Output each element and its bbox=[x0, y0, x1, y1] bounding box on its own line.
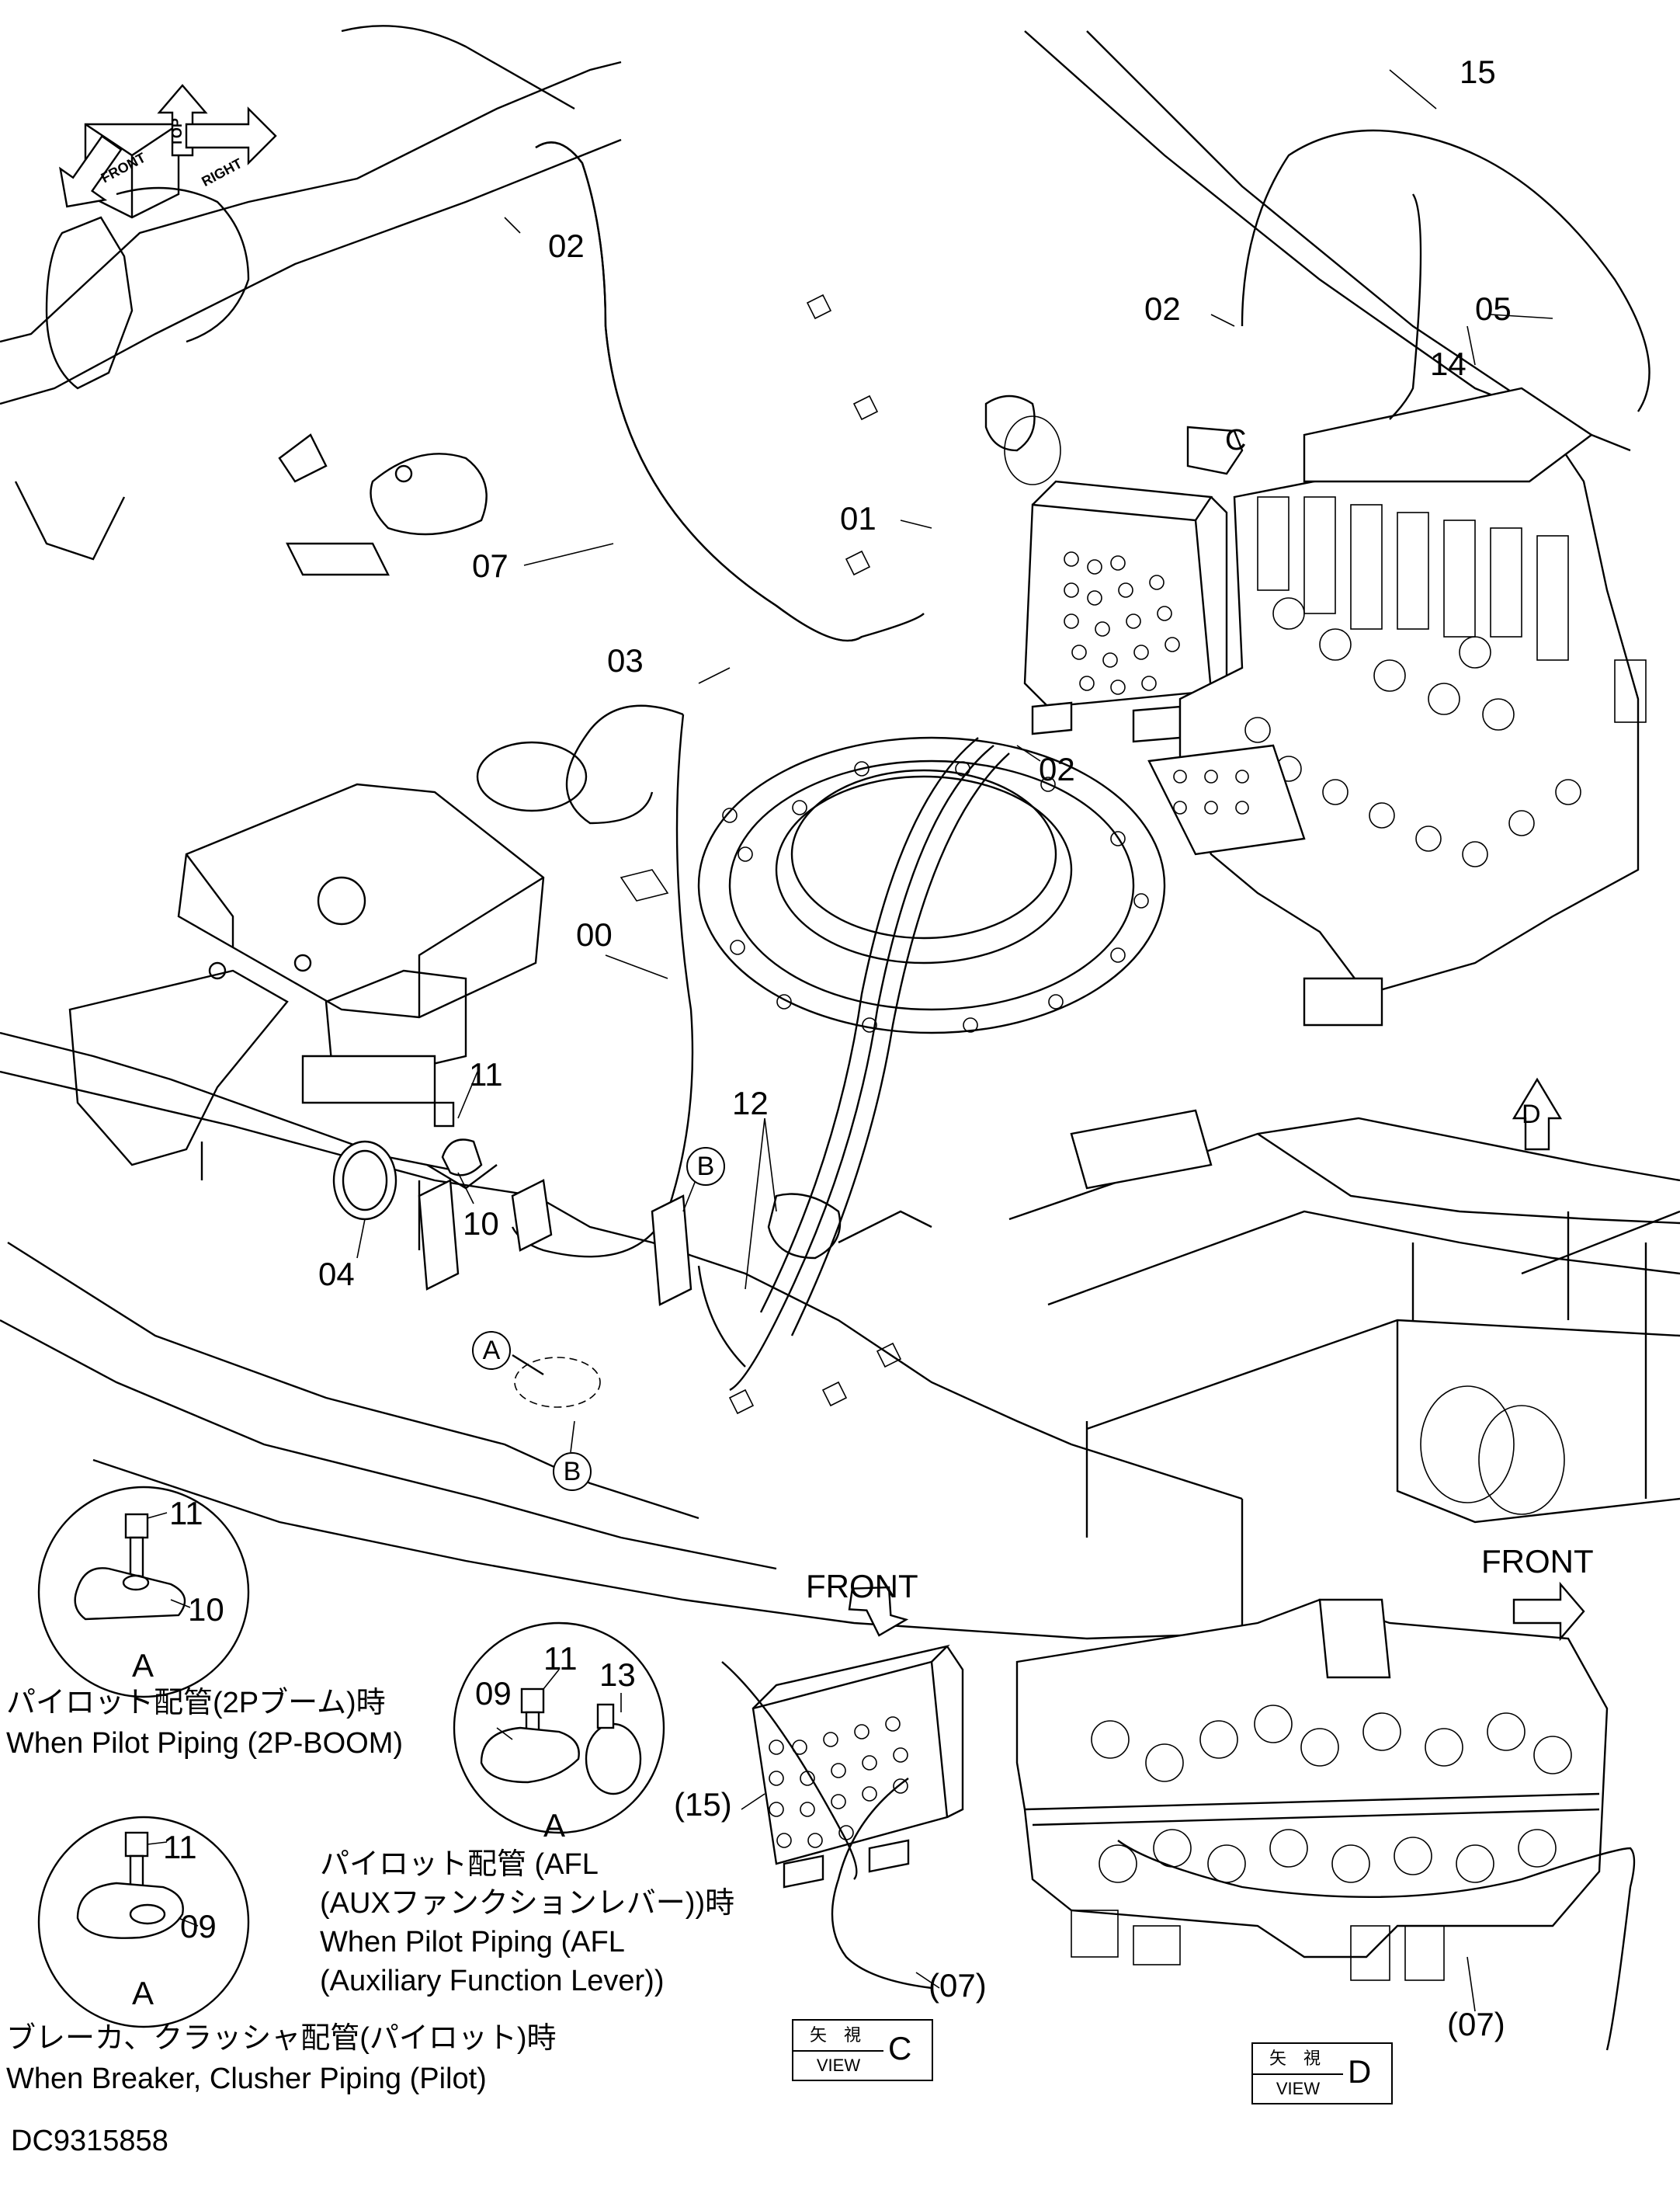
bracket-left bbox=[418, 1179, 692, 1306]
view-d-front-label: FRONT bbox=[1481, 1543, 1594, 1580]
view-c-tag-en: VIEW bbox=[816, 2056, 861, 2075]
view-d-callout-07: (07) bbox=[1447, 2006, 1505, 2042]
detail-a3-callout-11: 11 bbox=[543, 1640, 578, 1677]
orientation-top-label: TOP bbox=[168, 118, 185, 147]
view-c-tag-jp: 矢 視 bbox=[793, 2021, 883, 2052]
view-d-tag-en: VIEW bbox=[1276, 2079, 1321, 2098]
view-d-drawing bbox=[1015, 1581, 1636, 2051]
callout-00: 00 bbox=[576, 916, 613, 953]
upper-structure-frame bbox=[0, 1031, 1680, 1640]
caption-afl-en-2: (Auxiliary Function Lever)) bbox=[320, 1965, 665, 1997]
detail-a3-callout-09: 09 bbox=[475, 1675, 512, 1712]
control-valve bbox=[1070, 387, 1647, 1190]
marker-b-lower: B bbox=[553, 1452, 592, 1491]
caption-afl-en-1: When Pilot Piping (AFL bbox=[320, 1926, 625, 1958]
grommet-04 bbox=[332, 1140, 397, 1221]
marker-c-arrow: C bbox=[1225, 424, 1247, 457]
fuel-tank bbox=[0, 25, 1631, 576]
detail-a2-callout-09: 09 bbox=[180, 1908, 217, 1945]
callout-12: 12 bbox=[732, 1085, 769, 1121]
hose-07 bbox=[535, 141, 925, 642]
detail-a-breaker bbox=[37, 1816, 250, 2028]
view-c-callout-07: (07) bbox=[929, 1967, 987, 2004]
caption-afl-jp-2: (AUXファンクションレバー))時 bbox=[320, 1887, 735, 1920]
drawing-number: DC9315858 bbox=[11, 2125, 168, 2157]
detail-a2-callout-11: 11 bbox=[163, 1829, 197, 1865]
marker-d-arrow: D bbox=[1522, 1100, 1541, 1129]
hose-15 bbox=[1241, 129, 1650, 412]
callout-07: 07 bbox=[472, 547, 509, 584]
view-d-tag-jp: 矢 視 bbox=[1253, 2044, 1343, 2075]
view-c-front-label: FRONT bbox=[806, 1568, 918, 1604]
orientation-cube-icon bbox=[59, 84, 277, 219]
detail-a1-callout-11: 11 bbox=[169, 1495, 203, 1531]
detail-a1-marker-a: A bbox=[132, 1647, 154, 1684]
operator-stand bbox=[68, 783, 545, 1166]
callout-02-top-left: 02 bbox=[548, 228, 585, 264]
clamp-10 bbox=[426, 1101, 498, 1190]
callout-04: 04 bbox=[318, 1256, 355, 1292]
caption-2p-boom-en: When Pilot Piping (2P-BOOM) bbox=[6, 1727, 404, 1760]
pilot-valve-block bbox=[1023, 480, 1228, 743]
callout-01: 01 bbox=[840, 500, 876, 537]
callout-03: 03 bbox=[607, 642, 644, 679]
caption-breaker-en: When Breaker, Clusher Piping (Pilot) bbox=[6, 2063, 487, 2095]
caption-2p-boom-jp: パイロット配管(2Pブーム)時 bbox=[6, 1687, 386, 1719]
view-d-tag-letter: D bbox=[1348, 2053, 1372, 2090]
detail-a-afl bbox=[453, 1621, 665, 1834]
detail-a3-callout-13: 13 bbox=[599, 1656, 636, 1693]
callout-05: 05 bbox=[1475, 290, 1512, 327]
view-c-tag-letter: C bbox=[888, 2030, 912, 2066]
marker-b-upper: B bbox=[686, 1147, 725, 1186]
caption-breaker-jp: ブレーカ、クラッシャ配管(パイロット)時 bbox=[6, 2022, 557, 2055]
detail-a-2p-boom bbox=[37, 1486, 250, 1698]
callout-15: 15 bbox=[1460, 54, 1496, 90]
view-d-tag: 矢 視 VIEW D bbox=[1251, 2042, 1393, 2104]
callout-11: 11 bbox=[469, 1056, 503, 1093]
hose-bundle-12 bbox=[697, 737, 1010, 1392]
caption-afl-jp-1: パイロット配管 (AFL bbox=[320, 1848, 599, 1881]
swing-bearing bbox=[476, 736, 1166, 1034]
detail-a2-marker-a: A bbox=[132, 1975, 154, 2011]
detail-a3-marker-a: A bbox=[543, 1807, 566, 1844]
callout-02-top-right: 02 bbox=[1144, 290, 1181, 327]
detail-a1-callout-10: 10 bbox=[188, 1591, 224, 1628]
callout-10: 10 bbox=[463, 1205, 499, 1242]
view-c-tag: 矢 視 VIEW C bbox=[792, 2019, 933, 2081]
view-c-drawing bbox=[721, 1586, 964, 1990]
hose-00 bbox=[511, 714, 694, 1258]
marker-a-main: A bbox=[472, 1331, 511, 1370]
callout-02-center: 02 bbox=[1039, 751, 1075, 787]
callout-14: 14 bbox=[1430, 346, 1467, 382]
view-c-callout-15: (15) bbox=[674, 1786, 732, 1823]
